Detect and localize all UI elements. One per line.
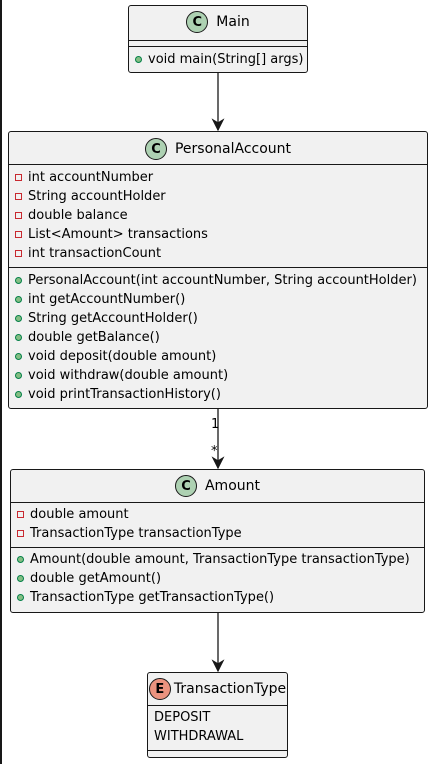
divider — [11, 502, 424, 503]
method-item: double getBalance() — [15, 330, 160, 345]
method-item: void main(String[] args) — [135, 52, 303, 67]
enum-transactiontype[interactable]: E TransactionType DEPOSIT WITHDRAWAL — [147, 672, 288, 758]
field-item: double balance — [15, 208, 128, 223]
public-method-icon — [17, 594, 24, 601]
field-item: TransactionType transactionType — [17, 526, 242, 541]
method-text: Amount(double amount, TransactionType tr… — [30, 552, 410, 567]
divider — [9, 267, 427, 268]
private-field-icon — [15, 193, 22, 200]
method-text: int getAccountNumber() — [28, 292, 186, 307]
public-method-icon — [15, 372, 22, 379]
class-main-header: C Main — [129, 6, 307, 38]
method-text: double getBalance() — [28, 330, 160, 345]
enum-name: TransactionType — [173, 681, 287, 697]
field-item: List<Amount> transactions — [15, 227, 208, 242]
method-text: String getAccountHolder() — [28, 311, 198, 326]
method-text: TransactionType getTransactionType() — [30, 590, 275, 605]
public-method-icon — [135, 56, 142, 63]
class-main[interactable]: C Main void main(String[] args) — [128, 5, 308, 73]
private-field-icon — [15, 250, 22, 257]
public-method-icon — [15, 391, 22, 398]
divider — [129, 46, 307, 47]
method-item: PersonalAccount(int accountNumber, Strin… — [15, 273, 417, 288]
method-text: void deposit(double amount) — [28, 349, 217, 364]
class-badge-icon: C — [186, 11, 209, 33]
method-text: PersonalAccount(int accountNumber, Strin… — [28, 273, 417, 288]
field-text: TransactionType transactionType — [30, 526, 242, 541]
field-item: double amount — [17, 507, 129, 522]
divider — [148, 750, 287, 751]
class-personalaccount[interactable]: C PersonalAccount int accountNumber Stri… — [8, 131, 428, 409]
divider — [148, 705, 287, 706]
method-text: double getAmount() — [30, 571, 162, 586]
method-text: void main(String[] args) — [148, 52, 304, 67]
private-field-icon — [15, 231, 22, 238]
method-item: void deposit(double amount) — [15, 349, 216, 364]
divider — [11, 547, 424, 548]
class-badge-icon: C — [144, 138, 167, 160]
enum-value: WITHDRAWAL — [154, 729, 244, 744]
multiplicity-source: 1 — [211, 417, 220, 432]
method-item: TransactionType getTransactionType() — [17, 590, 274, 605]
public-method-icon — [17, 575, 24, 582]
class-name: Main — [216, 14, 250, 30]
field-item: int transactionCount — [15, 246, 161, 261]
class-name: PersonalAccount — [174, 141, 292, 157]
private-field-icon — [17, 530, 24, 537]
enum-transactiontype-header: E TransactionType — [148, 673, 287, 705]
field-text: int transactionCount — [28, 246, 162, 261]
public-method-icon — [15, 334, 22, 341]
class-name: Amount — [204, 478, 260, 494]
field-item: int accountNumber — [15, 170, 153, 185]
field-text: List<Amount> transactions — [28, 227, 208, 242]
field-text: String accountHolder — [28, 189, 166, 204]
field-text: double balance — [28, 208, 128, 223]
divider — [9, 164, 427, 165]
left-border-line — [0, 0, 2, 764]
multiplicity-target: * — [211, 444, 218, 459]
method-text: void withdraw(double amount) — [28, 368, 229, 383]
divider — [129, 40, 307, 41]
enum-value: DEPOSIT — [154, 710, 211, 725]
method-item: double getAmount() — [17, 571, 161, 586]
field-text: double amount — [30, 507, 129, 522]
method-item: String getAccountHolder() — [15, 311, 198, 326]
public-method-icon — [15, 277, 22, 284]
method-item: int getAccountNumber() — [15, 292, 185, 307]
public-method-icon — [15, 296, 22, 303]
public-method-icon — [15, 353, 22, 360]
class-amount-header: C Amount — [11, 470, 424, 502]
public-method-icon — [17, 556, 24, 563]
private-field-icon — [17, 511, 24, 518]
class-personalaccount-header: C PersonalAccount — [9, 132, 427, 166]
method-item: void printTransactionHistory() — [15, 387, 221, 402]
method-text: void printTransactionHistory() — [28, 387, 221, 402]
method-item: void withdraw(double amount) — [15, 368, 228, 383]
field-text: int accountNumber — [28, 170, 154, 185]
public-method-icon — [15, 315, 22, 322]
field-item: String accountHolder — [15, 189, 166, 204]
private-field-icon — [15, 212, 22, 219]
class-badge-icon: C — [174, 475, 197, 497]
enum-badge-icon: E — [148, 678, 171, 700]
class-amount[interactable]: C Amount double amount TransactionType t… — [10, 469, 425, 613]
private-field-icon — [15, 174, 22, 181]
method-item: Amount(double amount, TransactionType tr… — [17, 552, 410, 567]
